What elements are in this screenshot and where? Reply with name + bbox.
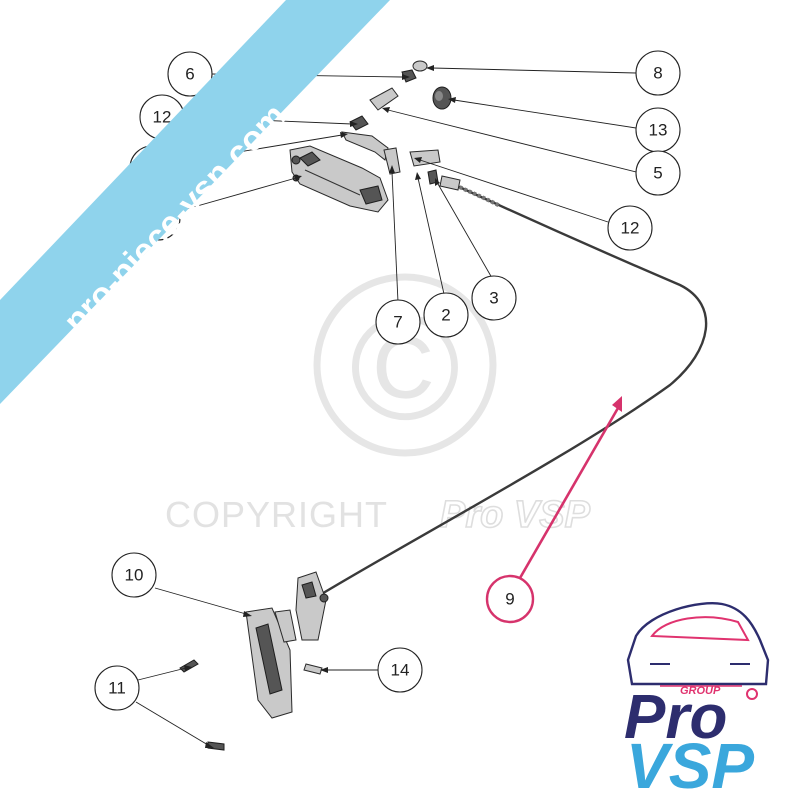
knob-part (432, 86, 452, 110)
bracket-part-2 (409, 149, 441, 167)
callout-label: 2 (441, 306, 450, 325)
callout-label: 12 (621, 219, 640, 238)
logo-vsp-text: VSP (626, 730, 754, 800)
lower-latch-part (295, 571, 329, 641)
callout-8[interactable]: 8 (635, 50, 681, 96)
copyright-brand-text: Pro VSP (440, 494, 591, 536)
callout-14[interactable]: 14 (377, 647, 423, 693)
brand-logo: GROUP Pro VSP (624, 602, 770, 800)
callout-label: 5 (653, 164, 662, 183)
copyright-text: COPYRIGHT (165, 494, 388, 535)
bracket-part (383, 147, 401, 175)
callout-2[interactable]: 2 (423, 292, 469, 338)
lock-assembly-part (245, 607, 297, 719)
callout-6[interactable]: 6 (167, 51, 213, 97)
callout-label: 7 (393, 313, 402, 332)
logo-hex-icon (746, 688, 758, 700)
callout-label: 13 (649, 121, 668, 140)
handle-housing-part (289, 145, 389, 213)
callout-label: 14 (391, 661, 410, 680)
cable-highlight-arrow (518, 396, 622, 579)
callout-label: 3 (489, 289, 498, 308)
car-windshield-icon (650, 616, 750, 642)
logo-pro-text: Pro (624, 683, 727, 752)
logo-group-text: GROUP (680, 685, 721, 697)
car-outline-icon (626, 602, 770, 686)
callout-5[interactable]: 5 (635, 150, 681, 196)
callout-13[interactable]: 13 (635, 107, 681, 153)
callout-label: 10 (125, 566, 144, 585)
clip-part (349, 115, 369, 131)
cable-sheath-end (454, 183, 501, 208)
callout-3[interactable]: 3 (471, 275, 517, 321)
callout-label: 6 (185, 65, 194, 84)
leader-lines (135, 65, 637, 748)
cable-fitting-part (439, 175, 461, 191)
callout-10[interactable]: 10 (111, 552, 157, 598)
callout-11[interactable]: 11 (94, 665, 140, 711)
callout-label: 9 (505, 590, 514, 609)
lever-part (341, 131, 389, 161)
pin-14-part (303, 663, 323, 675)
callout-12-right[interactable]: 12 (607, 205, 653, 251)
callout-9[interactable]: 9 (485, 574, 535, 624)
callout-label: 8 (653, 64, 662, 83)
washer-part (412, 60, 428, 72)
callout-label: 11 (108, 679, 126, 698)
pin-part (369, 87, 399, 111)
callout-label: 12 (153, 108, 172, 127)
pin-11a-part (179, 659, 199, 673)
callout-7[interactable]: 7 (375, 299, 421, 345)
release-cable (319, 183, 708, 597)
